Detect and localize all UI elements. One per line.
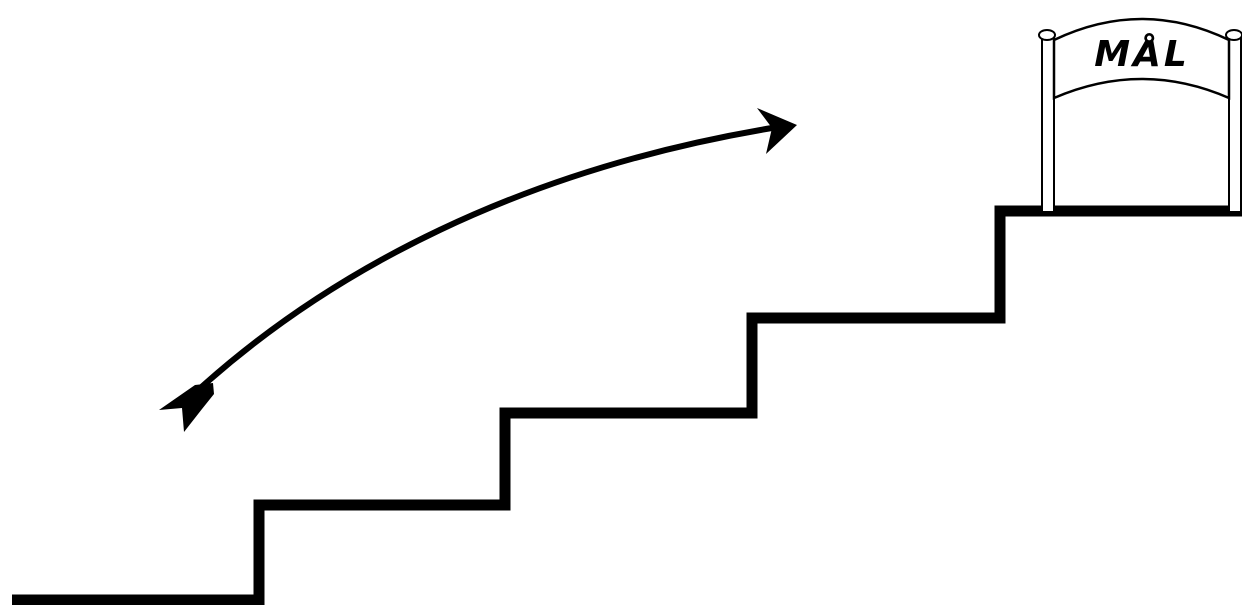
arrow-shaft xyxy=(196,128,772,392)
left-post-cap xyxy=(1039,30,1055,40)
left-post xyxy=(1042,38,1054,212)
right-post xyxy=(1229,38,1241,212)
goal-gate-icon: MÅL xyxy=(1039,19,1242,212)
arrow-tail-fletching xyxy=(159,383,214,432)
curved-arrow-icon xyxy=(159,108,797,432)
goal-sign-label: MÅL xyxy=(1094,33,1190,75)
